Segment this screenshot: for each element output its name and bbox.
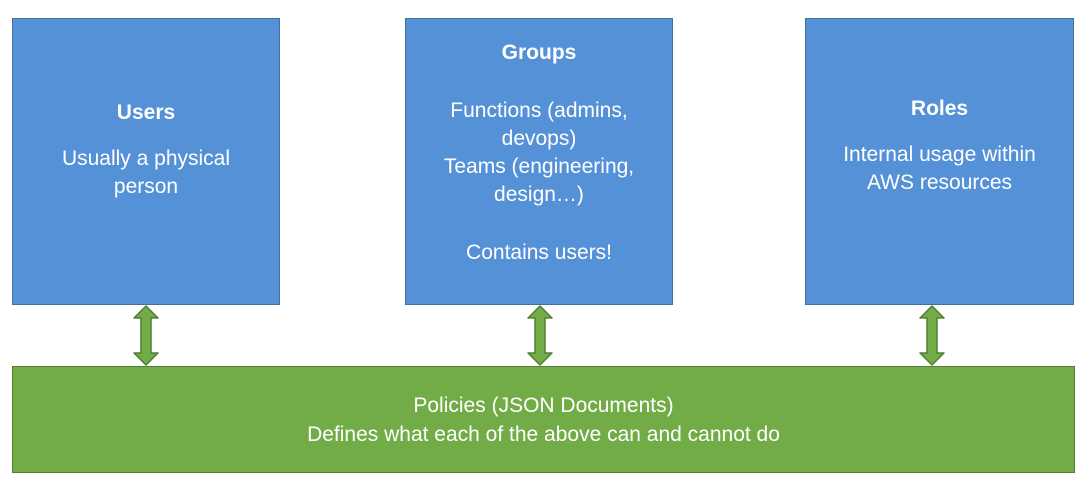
roles-title: Roles [910,96,969,120]
users-title: Users [116,100,176,124]
groups-line2: devops) [501,127,577,150]
groups-box: Groups Functions (admins, devops) Teams … [405,18,673,305]
users-box: Users Usually a physical person [12,18,280,305]
roles-policies-double-arrow-icon [919,305,945,366]
roles-description-line2: AWS resources [866,170,1013,194]
users-description-line1: Usually a physical [61,146,231,170]
policies-description: Defines what each of the above can and c… [307,422,780,446]
policies-title: Policies (JSON Documents) [413,393,674,417]
users-policies-double-arrow-icon [133,305,159,366]
roles-description-line1: Internal usage within [843,142,1036,166]
groups-title: Groups [501,41,577,64]
groups-line1: Functions (admins, [450,99,628,122]
policies-box: Policies (JSON Documents) Defines what e… [12,366,1075,473]
groups-line4: design…) [494,183,584,206]
groups-line3: Teams (engineering, [443,155,635,178]
groups-policies-double-arrow-icon [527,305,553,366]
groups-line5: Contains users! [466,241,612,264]
users-description-line2: person [113,174,179,198]
roles-box: Roles Internal usage within AWS resource… [805,18,1074,305]
